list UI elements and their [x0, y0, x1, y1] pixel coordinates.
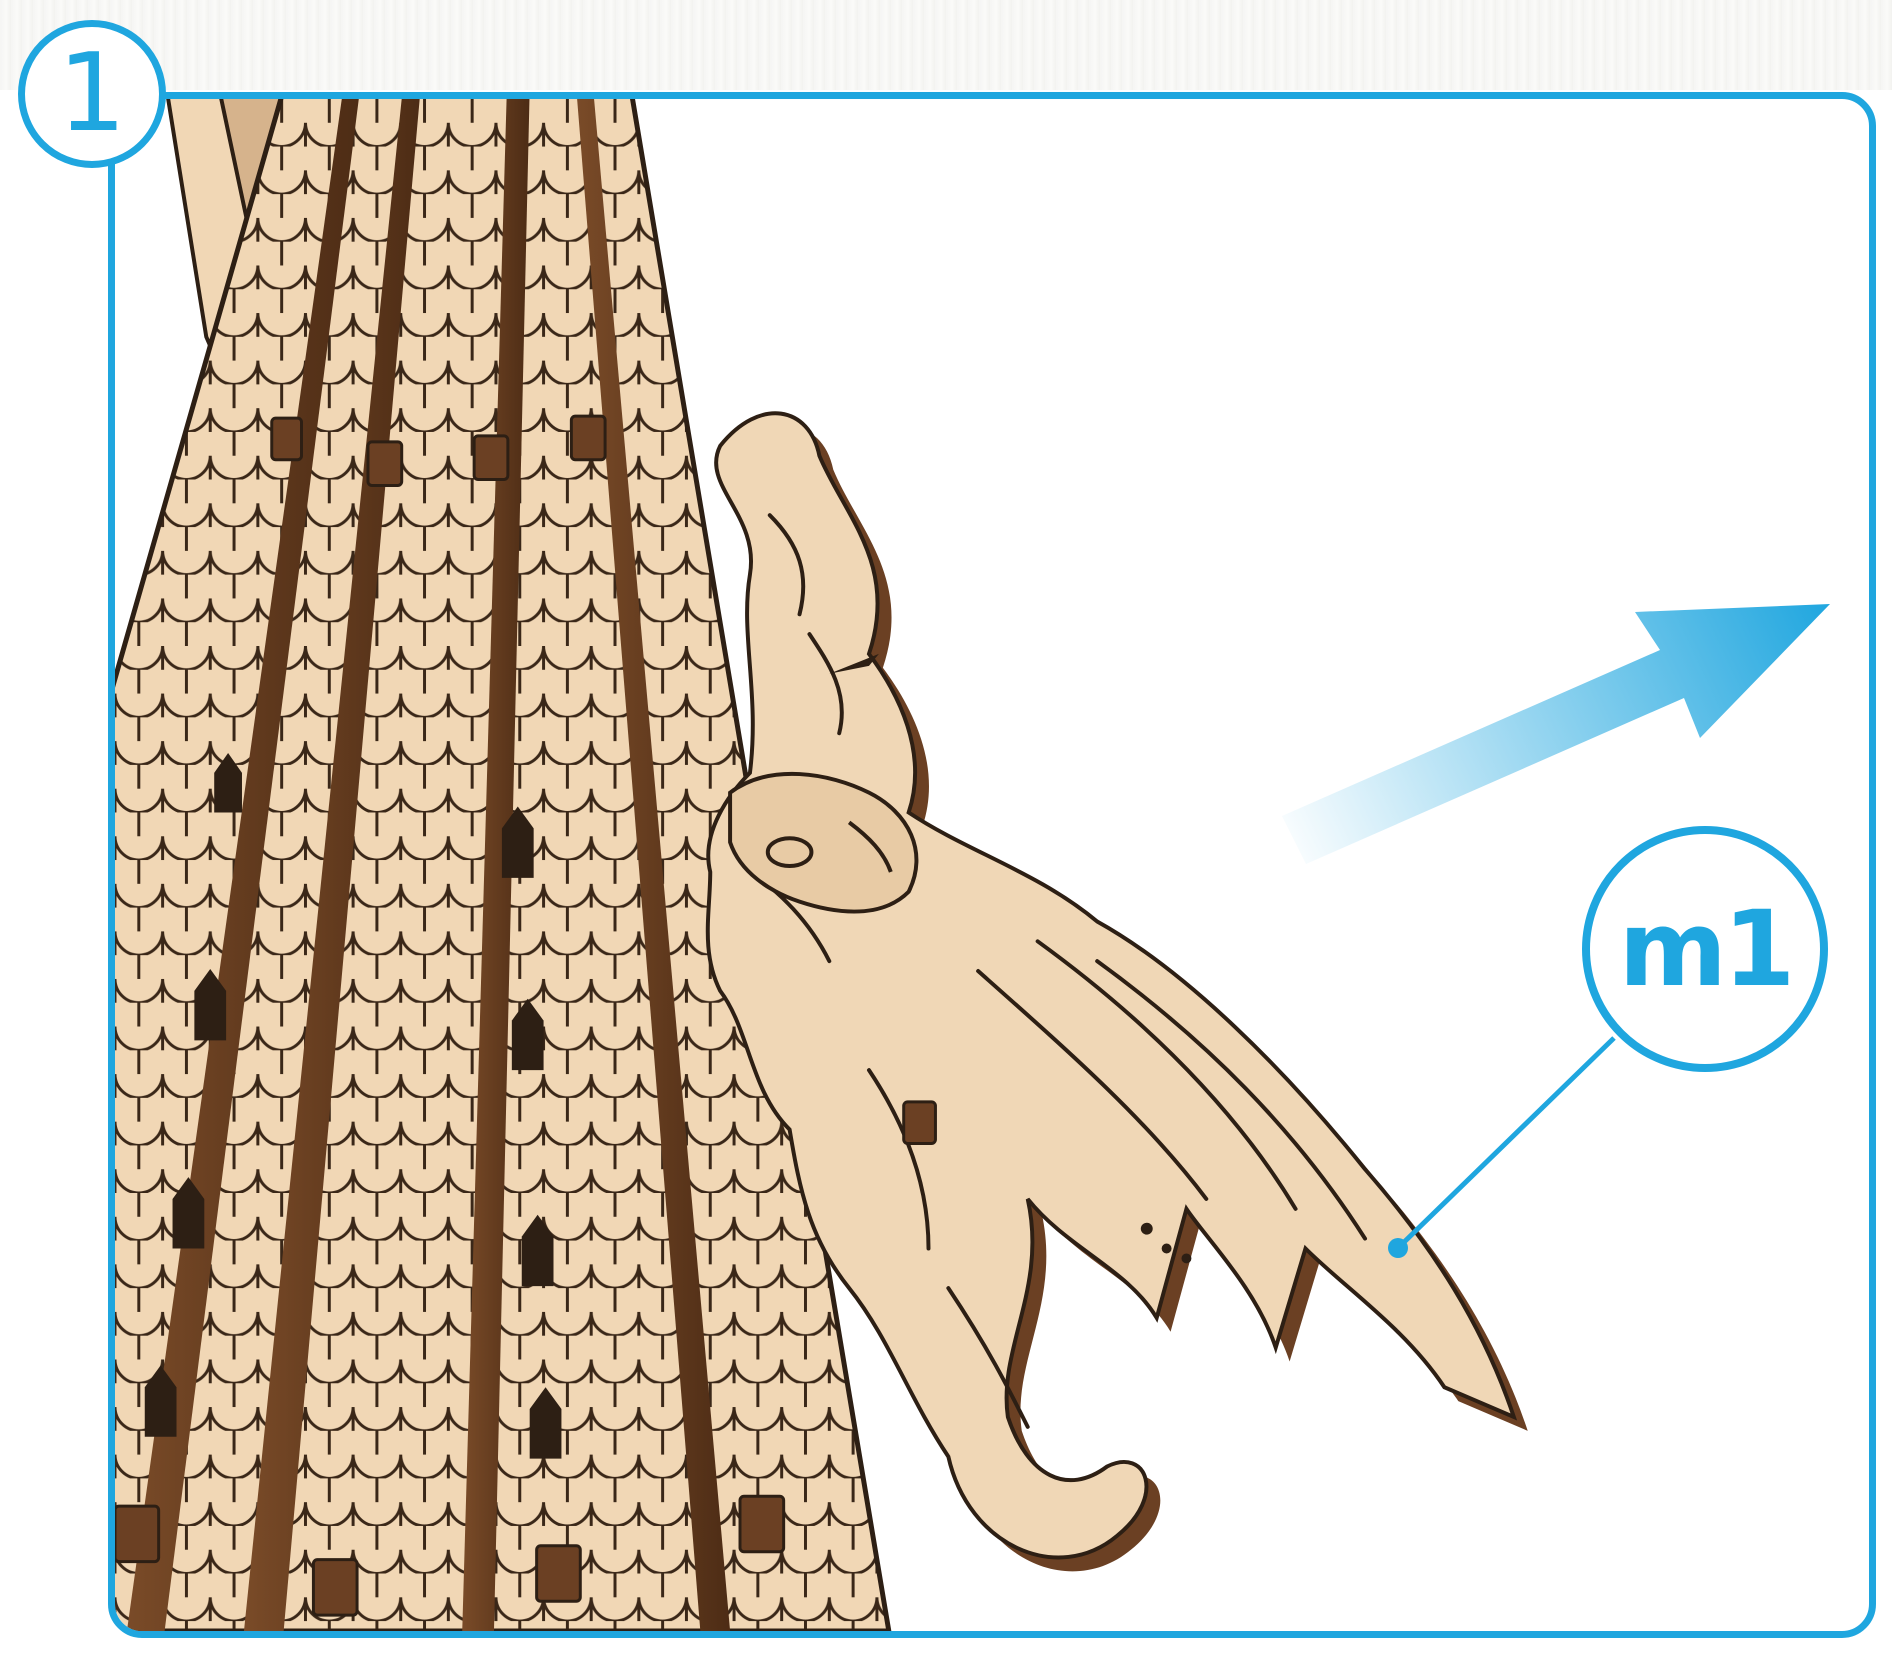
- dragon-knobs: [904, 1102, 936, 1144]
- instruction-panel: [108, 92, 1876, 1638]
- top-strip: [0, 0, 1892, 90]
- assembly-illustration: [115, 99, 1869, 1631]
- part-label-callout: m1: [1582, 826, 1828, 1072]
- step-number-badge: 1: [18, 20, 166, 168]
